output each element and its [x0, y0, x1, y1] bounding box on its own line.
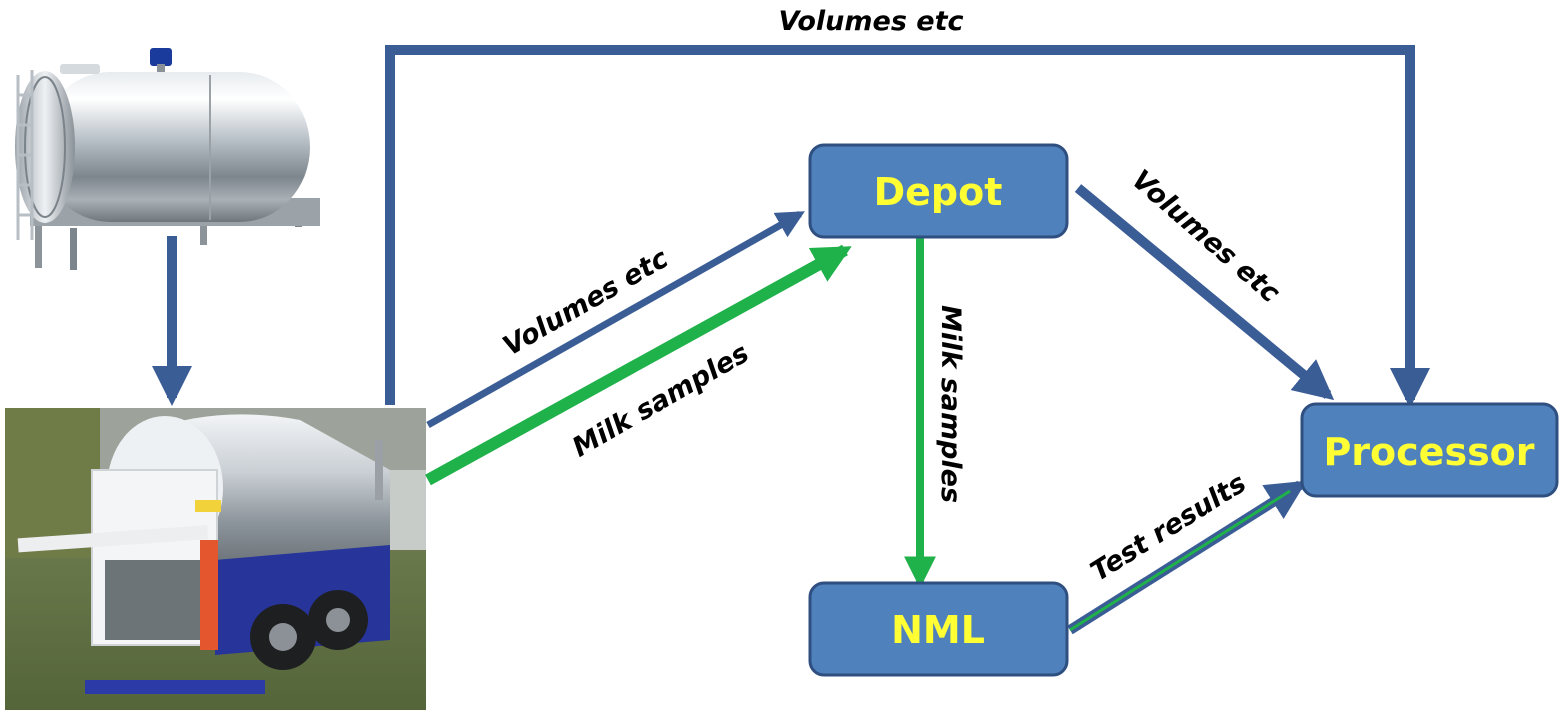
nml-label: NML	[891, 608, 985, 652]
nml-node: NML	[808, 581, 1069, 677]
depot-to-processor-arrow	[1074, 184, 1335, 401]
tanker-to-depot-samples-arrow	[425, 244, 852, 486]
milk-tank-icon	[15, 48, 320, 270]
tanker-to-processor-arrow	[385, 45, 1430, 408]
depot-label: Depot	[874, 170, 1003, 214]
processor-node: Processor	[1300, 402, 1559, 498]
tanker-to-depot-volumes-arrow	[426, 210, 805, 429]
milk-tanker-truck-icon	[5, 408, 426, 710]
tanker-to-processor-label: Volumes etc	[778, 6, 963, 37]
processor-label: Processor	[1323, 430, 1534, 474]
nml-to-processor-arrow	[1067, 480, 1307, 635]
depot-to-nml-label: Milk samples	[935, 305, 966, 503]
depot-node: Depot	[808, 143, 1069, 239]
